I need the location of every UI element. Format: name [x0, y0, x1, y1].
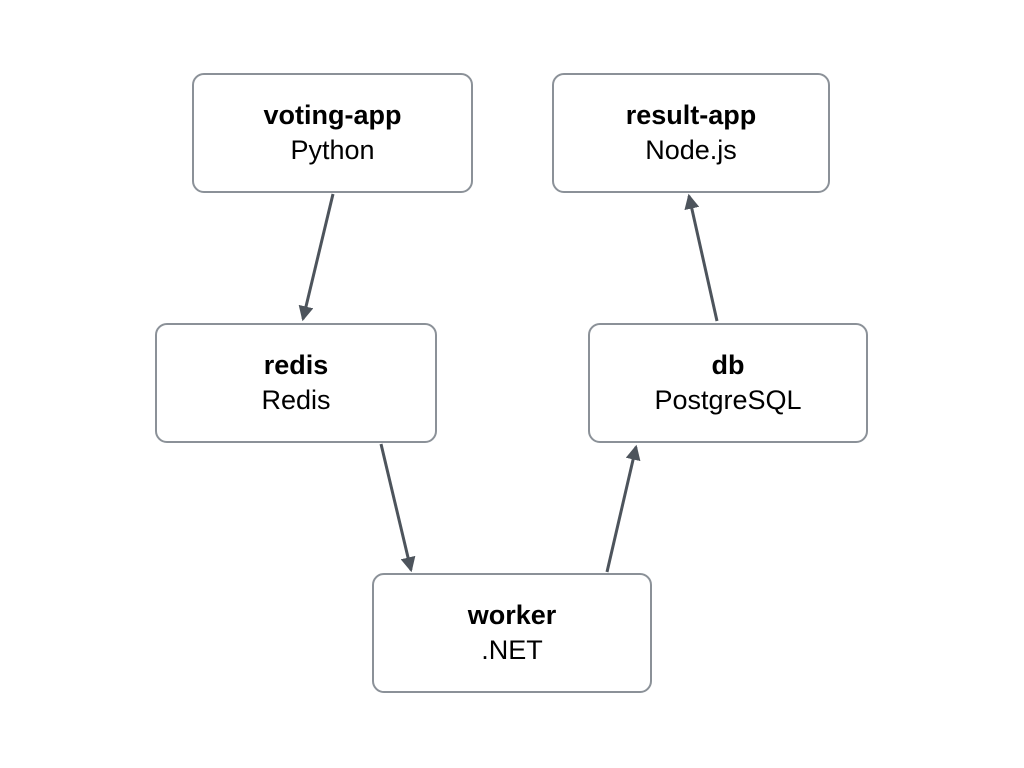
node-redis: redis Redis: [155, 323, 437, 443]
node-redis-title: redis: [263, 350, 329, 380]
node-worker-subtitle: .NET: [481, 635, 543, 665]
node-db-subtitle: PostgreSQL: [654, 385, 802, 415]
node-voting-app-title: voting-app: [263, 100, 402, 130]
node-result-app-subtitle: Node.js: [645, 135, 737, 165]
node-redis-subtitle: Redis: [261, 385, 331, 415]
node-result-app: result-app Node.js: [552, 73, 830, 193]
node-db-title: db: [711, 350, 745, 380]
node-db: db PostgreSQL: [588, 323, 868, 443]
node-voting-app-subtitle: Python: [290, 135, 375, 165]
node-result-app-title: result-app: [625, 100, 757, 130]
edge-redis-to-worker: [379, 443, 416, 573]
edge-voting-app-to-redis: [298, 193, 335, 322]
node-voting-app: voting-app Python: [192, 73, 473, 193]
edge-worker-to-db: [605, 444, 641, 573]
edge-db-to-result-app: [684, 193, 719, 322]
node-worker-title: worker: [467, 600, 557, 630]
node-worker: worker .NET: [372, 573, 652, 693]
